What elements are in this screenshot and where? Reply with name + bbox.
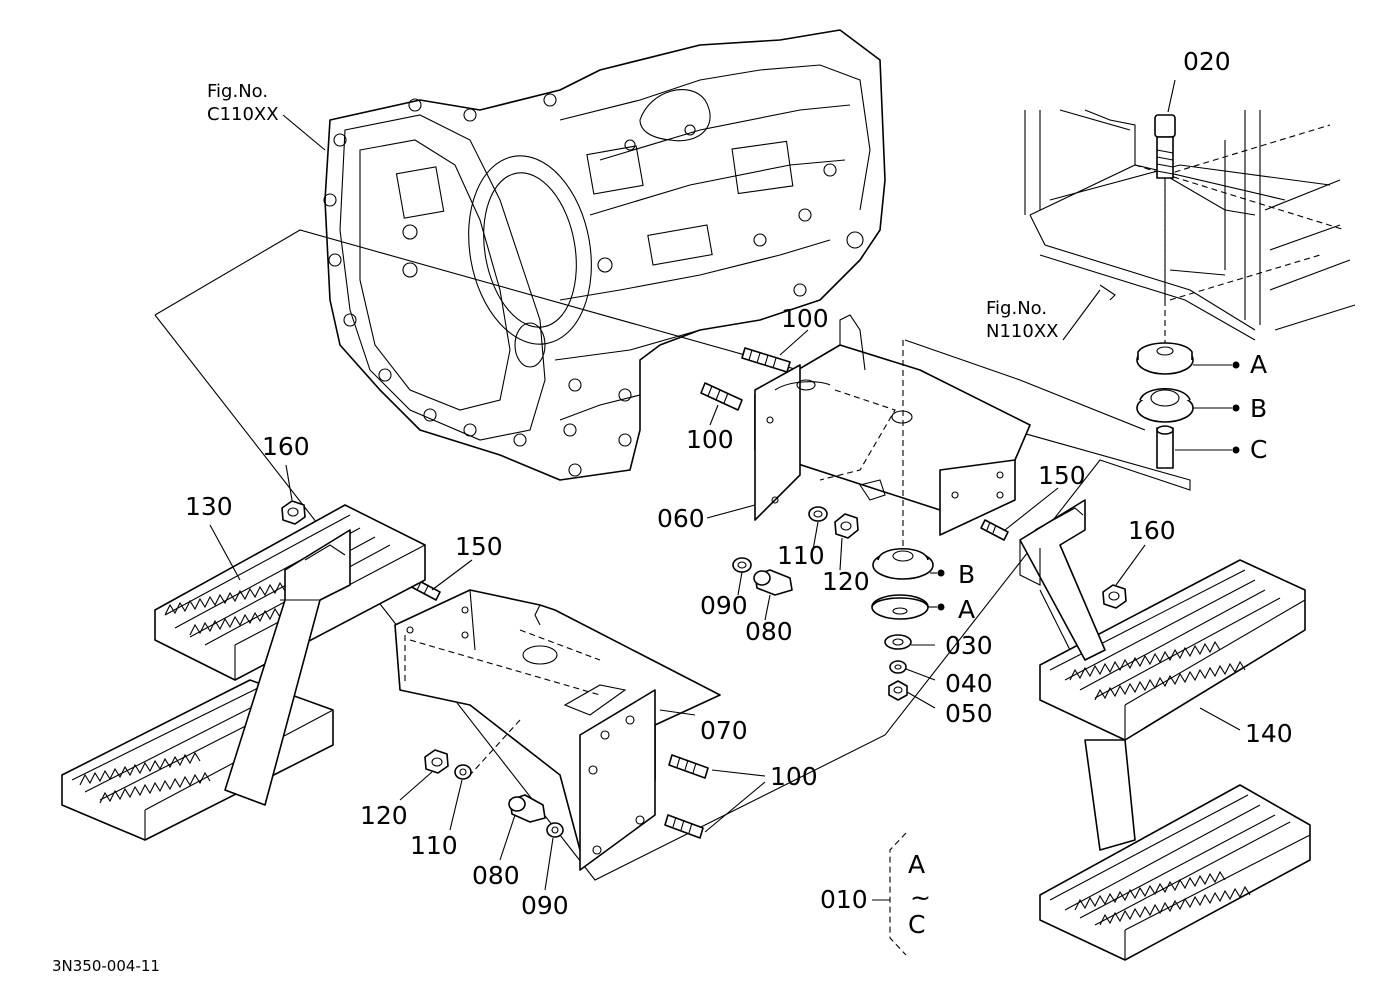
- mount-rubber-b-mid: [872, 548, 934, 580]
- stud-100-lower-a: [668, 754, 709, 779]
- bolt-080-upper: [753, 569, 793, 596]
- callout-110-lower: 110: [410, 831, 458, 860]
- callout-090-upper: 090: [700, 591, 748, 620]
- washer-030: [884, 634, 912, 650]
- mount-letter-b-mid: B: [958, 560, 975, 589]
- mount-letter-b-right: B: [1250, 394, 1267, 423]
- nut-120-lower: [424, 749, 449, 774]
- callout-150-left: 150: [455, 532, 503, 561]
- callout-070: 070: [700, 716, 748, 745]
- callout-160-right: 160: [1128, 516, 1176, 545]
- callout-100-middle: 100: [686, 425, 734, 454]
- washer-110-lower: [454, 764, 472, 780]
- fig-ref-c-line1: Fig.No.: [207, 81, 268, 102]
- callout-100-upper: 100: [781, 304, 829, 333]
- nut-120-upper: [834, 513, 859, 539]
- mount-rubber-a-right: [1136, 342, 1194, 375]
- stud-150-right: [980, 519, 1009, 541]
- stud-100-middle: [700, 382, 743, 411]
- washer-090-upper: [732, 557, 752, 573]
- step-bracket-070-drawing: [394, 589, 721, 871]
- fig-ref-c-line2: C110XX: [207, 104, 279, 125]
- callout-090-lower: 090: [521, 891, 569, 920]
- cab-frame-drawing: [1024, 109, 1356, 341]
- callout-150-right: 150: [1038, 461, 1086, 490]
- step-bracket-060-drawing: [754, 314, 1031, 560]
- nut-050: [888, 680, 908, 701]
- stud-100-lower-b: [664, 814, 704, 839]
- nut-160-left: [281, 500, 306, 525]
- callout-100-lower: 100: [770, 762, 818, 791]
- callout-120-lower: 120: [360, 801, 408, 830]
- stud-100-upper: [741, 347, 791, 373]
- mount-letter-c-right: C: [1250, 435, 1267, 464]
- mount-rubber-a-mid: [871, 594, 929, 620]
- callout-140: 140: [1245, 719, 1293, 748]
- callout-110-upper: 110: [777, 541, 825, 570]
- callout-060: 060: [657, 504, 705, 533]
- section-outline: [154, 229, 1191, 881]
- washer-090-lower: [546, 822, 564, 838]
- range-bracket: [872, 832, 907, 956]
- mount-collar-c-right: [1156, 425, 1174, 469]
- range-tilde: ~: [910, 883, 931, 912]
- callout-010: 010: [820, 885, 868, 914]
- callout-040: 040: [945, 669, 993, 698]
- callout-020: 020: [1183, 47, 1231, 76]
- callout-050: 050: [945, 699, 993, 728]
- range-end-letter: C: [908, 910, 925, 939]
- bolt-020-drawing: [1154, 114, 1176, 345]
- callout-130: 130: [185, 492, 233, 521]
- drawing-id: 3N350-004-11: [52, 957, 160, 975]
- callout-030: 030: [945, 631, 993, 660]
- mount-letter-a-right: A: [1250, 350, 1267, 379]
- step-140-drawing: [1019, 499, 1311, 961]
- washer-110-upper: [808, 506, 828, 522]
- callout-120-upper: 120: [822, 567, 870, 596]
- callout-080-lower: 080: [472, 861, 520, 890]
- bolt-080-lower: [508, 794, 546, 823]
- step-130-drawing: [61, 504, 426, 841]
- mount-letter-a-mid: A: [958, 595, 975, 624]
- mount-rubber-b-right: [1136, 388, 1194, 423]
- range-start-letter: A: [908, 850, 925, 879]
- callout-080-upper: 080: [745, 617, 793, 646]
- callout-160-left: 160: [262, 432, 310, 461]
- spring-washer-040: [889, 660, 907, 674]
- nut-160-right: [1102, 584, 1127, 609]
- fig-ref-n-line1: Fig.No.: [986, 298, 1047, 319]
- transmission-case-drawing: [323, 29, 886, 481]
- fig-ref-n-line2: N110XX: [986, 321, 1058, 342]
